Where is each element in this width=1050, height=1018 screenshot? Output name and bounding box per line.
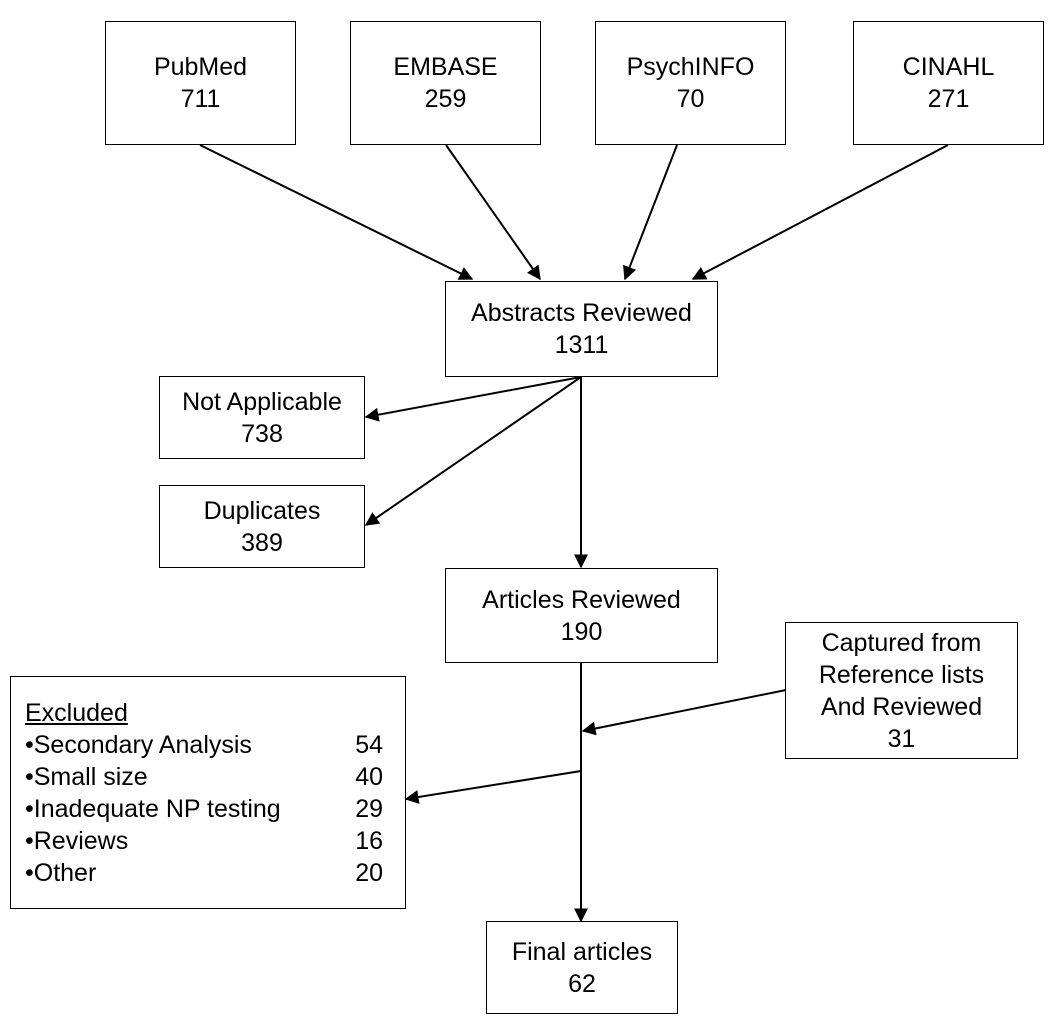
arrow-abstracts-to-not-applicable (364, 376, 582, 422)
source-name: CINAHL (902, 53, 995, 81)
excluded-count: 40 (355, 763, 383, 791)
source-count: 70 (676, 85, 705, 113)
excluded-count: 54 (355, 731, 383, 759)
final-articles-box: Final articles 62 (486, 921, 678, 1014)
source-count: 271 (927, 85, 970, 113)
excluded-row: •Small size 40 (25, 761, 383, 793)
articles-reviewed-box: Articles Reviewed 190 (445, 568, 718, 663)
source-psychinfo-box: PsychINFO 70 (595, 21, 786, 145)
excluded-reason: •Secondary Analysis (25, 731, 252, 759)
abstracts-label: Abstracts Reviewed (471, 299, 692, 327)
source-name: PubMed (153, 53, 248, 81)
captured-line-3: And Reviewed (820, 692, 983, 721)
excluded-row: •Secondary Analysis 54 (25, 729, 383, 761)
source-count: 259 (424, 85, 467, 113)
not-applicable-count: 738 (241, 419, 283, 448)
captured-line-2: Reference lists (818, 660, 985, 689)
excluded-title: Excluded (25, 699, 128, 727)
articles-count: 190 (560, 617, 603, 646)
excluded-row: •Inadequate NP testing 29 (25, 793, 383, 825)
articles-label: Articles Reviewed (482, 585, 681, 614)
final-label: Final articles (511, 937, 653, 966)
source-count: 711 (180, 85, 221, 113)
excluded-reason: •Inadequate NP testing (25, 795, 281, 823)
excluded-row: •Other 20 (25, 857, 383, 889)
duplicates-count: 389 (241, 528, 283, 557)
abstracts-reviewed-box: Abstracts Reviewed 1311 (445, 281, 718, 377)
duplicates-box: Duplicates 389 (159, 485, 365, 568)
arrow-abstracts-to-duplicates (364, 376, 582, 526)
arrow-cinahl-to-abstracts (691, 144, 949, 280)
captured-count: 31 (887, 724, 916, 753)
excluded-reason: •Reviews (25, 827, 129, 855)
excluded-box: Excluded •Secondary Analysis 54 •Small s… (10, 676, 406, 909)
abstracts-count: 1311 (554, 331, 609, 359)
arrow-psychinfo-to-abstracts (623, 144, 678, 281)
source-pubmed-box: PubMed 711 (105, 21, 296, 145)
arrow-captured-to-stream (581, 689, 787, 736)
source-name: EMBASE (393, 53, 498, 81)
arrow-stream-to-excluded (404, 770, 582, 804)
captured-line-1: Captured from (821, 628, 982, 657)
duplicates-label: Duplicates (203, 496, 321, 525)
arrow-pubmed-to-abstracts (199, 144, 474, 280)
excluded-count: 20 (355, 859, 383, 887)
excluded-reason: •Other (25, 859, 97, 887)
excluded-reason: •Small size (25, 763, 148, 791)
source-name: PsychINFO (626, 53, 755, 81)
excluded-count: 16 (355, 827, 383, 855)
excluded-row: •Reviews 16 (25, 825, 383, 857)
not-applicable-label: Not Applicable (182, 387, 342, 416)
captured-from-references-box: Captured from Reference lists And Review… (785, 622, 1018, 759)
excluded-count: 29 (355, 795, 383, 823)
source-cinahl-box: CINAHL 271 (853, 21, 1044, 145)
source-embase-box: EMBASE 259 (350, 21, 541, 145)
arrow-embase-to-abstracts (445, 144, 541, 281)
not-applicable-box: Not Applicable 738 (159, 376, 365, 459)
final-count: 62 (568, 969, 596, 998)
